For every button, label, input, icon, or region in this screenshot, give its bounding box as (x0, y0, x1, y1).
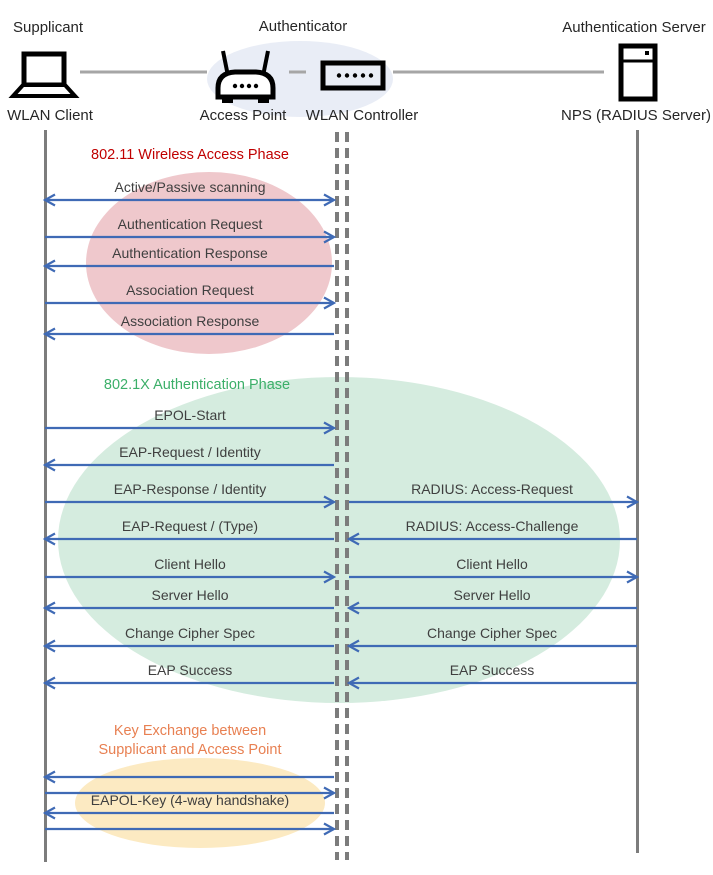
message-label: EAP-Request / (Type) (121, 518, 259, 534)
access-point-icon (215, 50, 276, 103)
role-label-authentication-server: Authentication Server (562, 19, 706, 36)
message-label: EAP Success (449, 662, 535, 678)
wireless-access-phase-title: 802.11 Wireless Access Phase (91, 147, 289, 163)
message-label: Authentication Request (117, 216, 263, 232)
message-label: Server Hello (453, 587, 531, 603)
message-label: EAPOL-Key (4-way handshake) (90, 792, 290, 808)
message-label: Client Hello (154, 556, 226, 572)
device-label-access-point: Access Point (199, 107, 287, 124)
device-label-nps-radius-server: NPS (RADIUS Server) (560, 107, 712, 124)
laptop-icon (8, 51, 80, 98)
message-label: Client Hello (456, 556, 528, 572)
message-label: EAP-Request / Identity (119, 444, 261, 460)
message-label: RADIUS: Access-Request (411, 481, 573, 497)
message-label: EPOL-Start (154, 407, 226, 423)
authentication-phase-title: 802.1X Authentication Phase (103, 377, 291, 393)
message-label: Authentication Response (112, 245, 268, 261)
message-label: Server Hello (151, 587, 229, 603)
device-label-wlan-controller: WLAN Controller (305, 107, 419, 124)
key-exchange-title-line2: Supplicant and Access Point (98, 742, 282, 758)
server-icon (618, 43, 658, 102)
message-label: EAP-Response / Identity (113, 481, 267, 497)
message-label: Active/Passive scanning (114, 179, 266, 195)
device-label-wlan-client: WLAN Client (7, 107, 93, 124)
key-exchange-phase-ellipse (75, 758, 325, 848)
message-label: EAP Success (147, 662, 233, 678)
key-exchange-title-line1: Key Exchange between (113, 723, 267, 739)
message-label: RADIUS: Access-Challenge (405, 518, 579, 534)
message-label: Association Response (120, 313, 260, 329)
message-label: Association Request (126, 282, 254, 298)
message-label: Change Cipher Spec (125, 625, 255, 641)
role-label-supplicant: Supplicant (13, 19, 84, 36)
role-label-authenticator: Authenticator (258, 18, 348, 35)
key-exchange-phase-title: Key Exchange between Supplicant and Acce… (99, 722, 282, 760)
wlan-controller-icon (320, 60, 386, 91)
message-label: Change Cipher Spec (427, 625, 557, 641)
